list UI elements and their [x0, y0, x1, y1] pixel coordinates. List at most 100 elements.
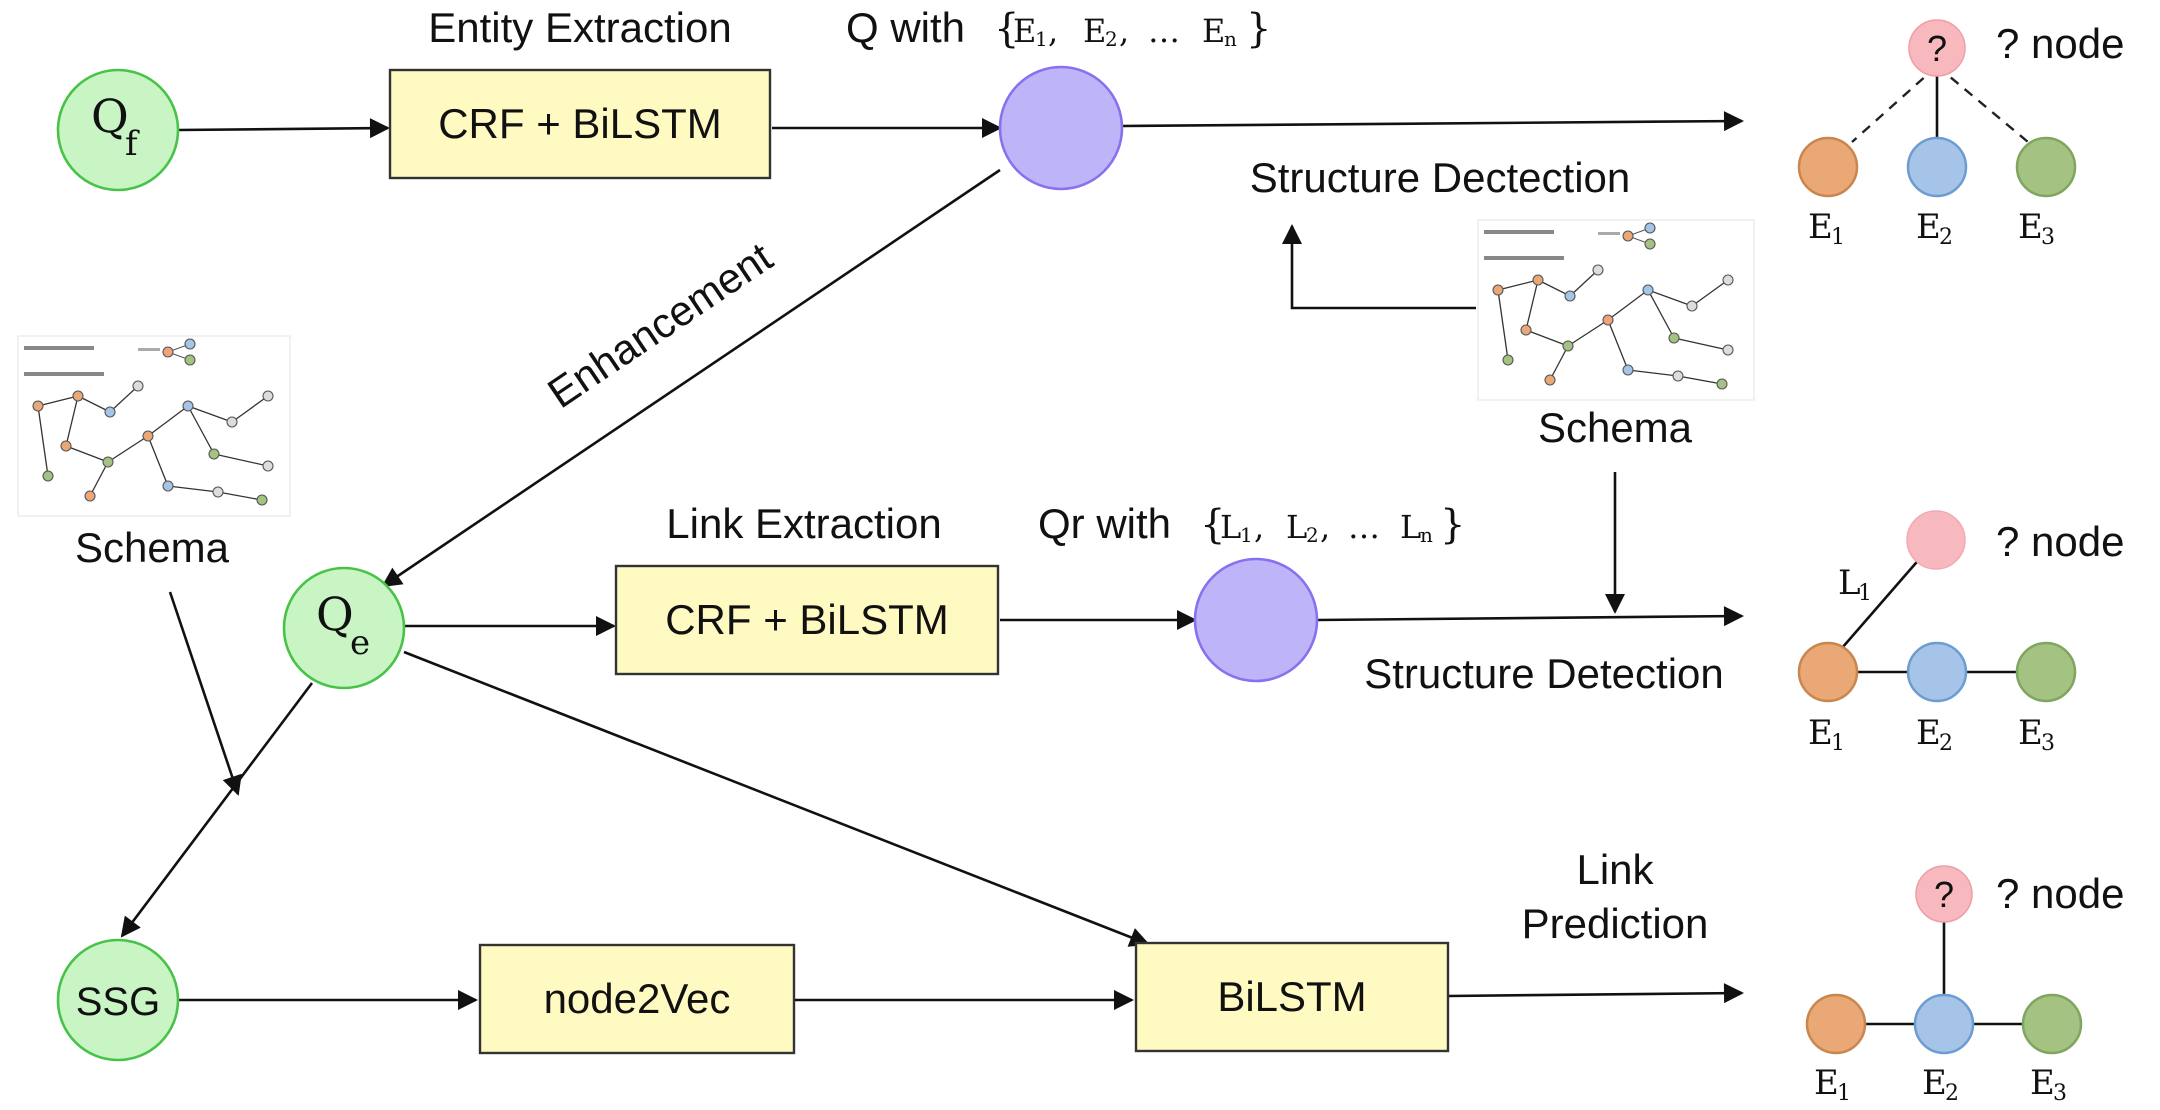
- question-node: [1915, 865, 1973, 923]
- graph-middle: ? node L 1 E 1 E 2 E 3: [1797, 510, 2124, 756]
- enhancement-label: Enhancement: [539, 233, 780, 417]
- edge-schema-left-to-ssg-path: [168, 591, 242, 796]
- node2vec-box: node2Vec: [478, 943, 796, 1055]
- svg-text:2: 2: [1939, 225, 1953, 250]
- edge-q-to-top-graph: [1121, 111, 1744, 132]
- svg-text:2: 2: [1939, 731, 1953, 756]
- question-node: [1906, 510, 1966, 570]
- schema-left-label: Schema: [75, 524, 230, 571]
- svg-text:E: E: [1916, 207, 1941, 247]
- svg-text:L: L: [1220, 508, 1241, 546]
- svg-text:E: E: [1202, 12, 1225, 50]
- svg-text:…: …: [1348, 508, 1380, 546]
- edge-qr-to-middle-graph: [1316, 606, 1744, 627]
- bilstm-box: BiLSTM: [1134, 941, 1450, 1053]
- edge-qe-to-ssg: [120, 682, 314, 938]
- svg-text:Qr with: Qr with: [1038, 500, 1171, 547]
- svg-text:node2Vec: node2Vec: [544, 975, 731, 1022]
- graph-bottom: ? ? node E 1 E 2 E 3: [1805, 865, 2124, 1106]
- edges: [120, 111, 1744, 1010]
- entity-node-e3: [2015, 136, 2077, 198]
- entity-node-e3: [2015, 641, 2077, 703]
- qf-node: Q f: [56, 68, 180, 192]
- svg-text:Q: Q: [316, 587, 354, 641]
- svg-text:CRF + BiLSTM: CRF + BiLSTM: [665, 596, 949, 643]
- svg-text:E: E: [1916, 713, 1941, 753]
- svg-text:E: E: [1083, 12, 1106, 50]
- svg-text:,: ,: [1254, 508, 1264, 546]
- crf-bilstm-box-entity: CRF + BiLSTM: [388, 68, 772, 180]
- svg-text:}: }: [1246, 6, 1271, 52]
- entity-node-e1: [1797, 136, 1859, 198]
- entity-node-e3: [2021, 993, 2083, 1055]
- svg-text:n: n: [1420, 523, 1433, 547]
- svg-text:CRF + BiLSTM: CRF + BiLSTM: [438, 100, 722, 147]
- qr-links-node: [1193, 557, 1319, 683]
- svg-text:? node: ? node: [1996, 518, 2124, 565]
- svg-text:Q: Q: [91, 89, 129, 143]
- q-with-entities-label: Q with { E 1 , E 2 , … E n }: [846, 4, 1271, 52]
- svg-text:?: ?: [1927, 28, 1947, 69]
- entity-node-e1: [1797, 641, 1859, 703]
- svg-text:E: E: [2018, 207, 2043, 247]
- question-node: [1908, 19, 1966, 77]
- svg-text:E: E: [2018, 713, 2043, 753]
- svg-text:E: E: [1814, 1063, 1839, 1103]
- svg-text:L: L: [1400, 508, 1421, 546]
- svg-text:SSG: SSG: [76, 980, 160, 1024]
- svg-text:e: e: [350, 623, 370, 663]
- svg-text:? node: ? node: [1996, 20, 2124, 67]
- svg-text:E: E: [1922, 1063, 1947, 1103]
- schema-right-label: Schema: [1538, 404, 1693, 451]
- svg-text:}: }: [1440, 502, 1465, 548]
- link-prediction-label-line2: Prediction: [1522, 900, 1709, 947]
- svg-text:1: 1: [1831, 731, 1845, 756]
- svg-text:E: E: [2030, 1063, 2055, 1103]
- svg-text:1: 1: [1858, 581, 1872, 606]
- svg-text:L: L: [1838, 563, 1861, 603]
- crf-bilstm-box-link: CRF + BiLSTM: [614, 564, 1000, 676]
- schema-thumbnail-left: [17, 335, 291, 517]
- edge-qf-to-crf1: [177, 118, 390, 139]
- svg-text:1: 1: [1035, 27, 1048, 51]
- svg-text:2: 2: [1306, 523, 1319, 547]
- entity-node-e1: [1805, 993, 1867, 1055]
- svg-text:1: 1: [1837, 1081, 1851, 1106]
- entity-node-e2: [1913, 993, 1975, 1055]
- svg-text:1: 1: [1240, 523, 1253, 547]
- entity-node-e2: [1906, 136, 1968, 198]
- svg-text:E: E: [1808, 713, 1833, 753]
- svg-text:1: 1: [1831, 225, 1845, 250]
- svg-text:,: ,: [1320, 508, 1330, 546]
- ssg-node: SSG: [56, 938, 180, 1062]
- svg-text:L: L: [1286, 508, 1307, 546]
- edge-schema-to-structure-dectection: [1282, 224, 1476, 310]
- svg-text:f: f: [125, 124, 140, 164]
- link-prediction-label-line1: Link: [1576, 846, 1654, 893]
- svg-text:…: …: [1148, 12, 1180, 50]
- svg-text:? node: ? node: [1996, 870, 2124, 917]
- svg-text:E: E: [1808, 207, 1833, 247]
- edge-bilstm-to-bottom-graph: [1447, 983, 1744, 1004]
- svg-text:n: n: [1224, 27, 1237, 51]
- q-entities-node: [998, 65, 1124, 191]
- structure-dectection-label: Structure Dectection: [1250, 154, 1631, 201]
- link-extraction-label: Link Extraction: [666, 500, 941, 547]
- svg-text:Q with: Q with: [846, 4, 965, 51]
- qr-with-links-label: Qr with { L 1 , L 2 , … L n }: [1038, 500, 1465, 548]
- entity-node-e2: [1906, 641, 1968, 703]
- schema-thumbnail-right: [1477, 219, 1755, 401]
- svg-text:2: 2: [1945, 1081, 1959, 1106]
- svg-text:?: ?: [1934, 874, 1954, 915]
- svg-text:,: ,: [1048, 12, 1058, 50]
- graph-top: ? ? node E 1 E 2 E 3: [1797, 19, 2124, 250]
- svg-text:{: {: [994, 6, 1019, 52]
- qe-node: Q e: [282, 566, 406, 690]
- structure-detection-label: Structure Detection: [1364, 650, 1724, 697]
- svg-text:2: 2: [1105, 27, 1118, 51]
- entity-extraction-label: Entity Extraction: [428, 4, 731, 51]
- svg-text:3: 3: [2041, 731, 2055, 756]
- svg-text:E: E: [1013, 12, 1036, 50]
- svg-text:3: 3: [2053, 1081, 2067, 1106]
